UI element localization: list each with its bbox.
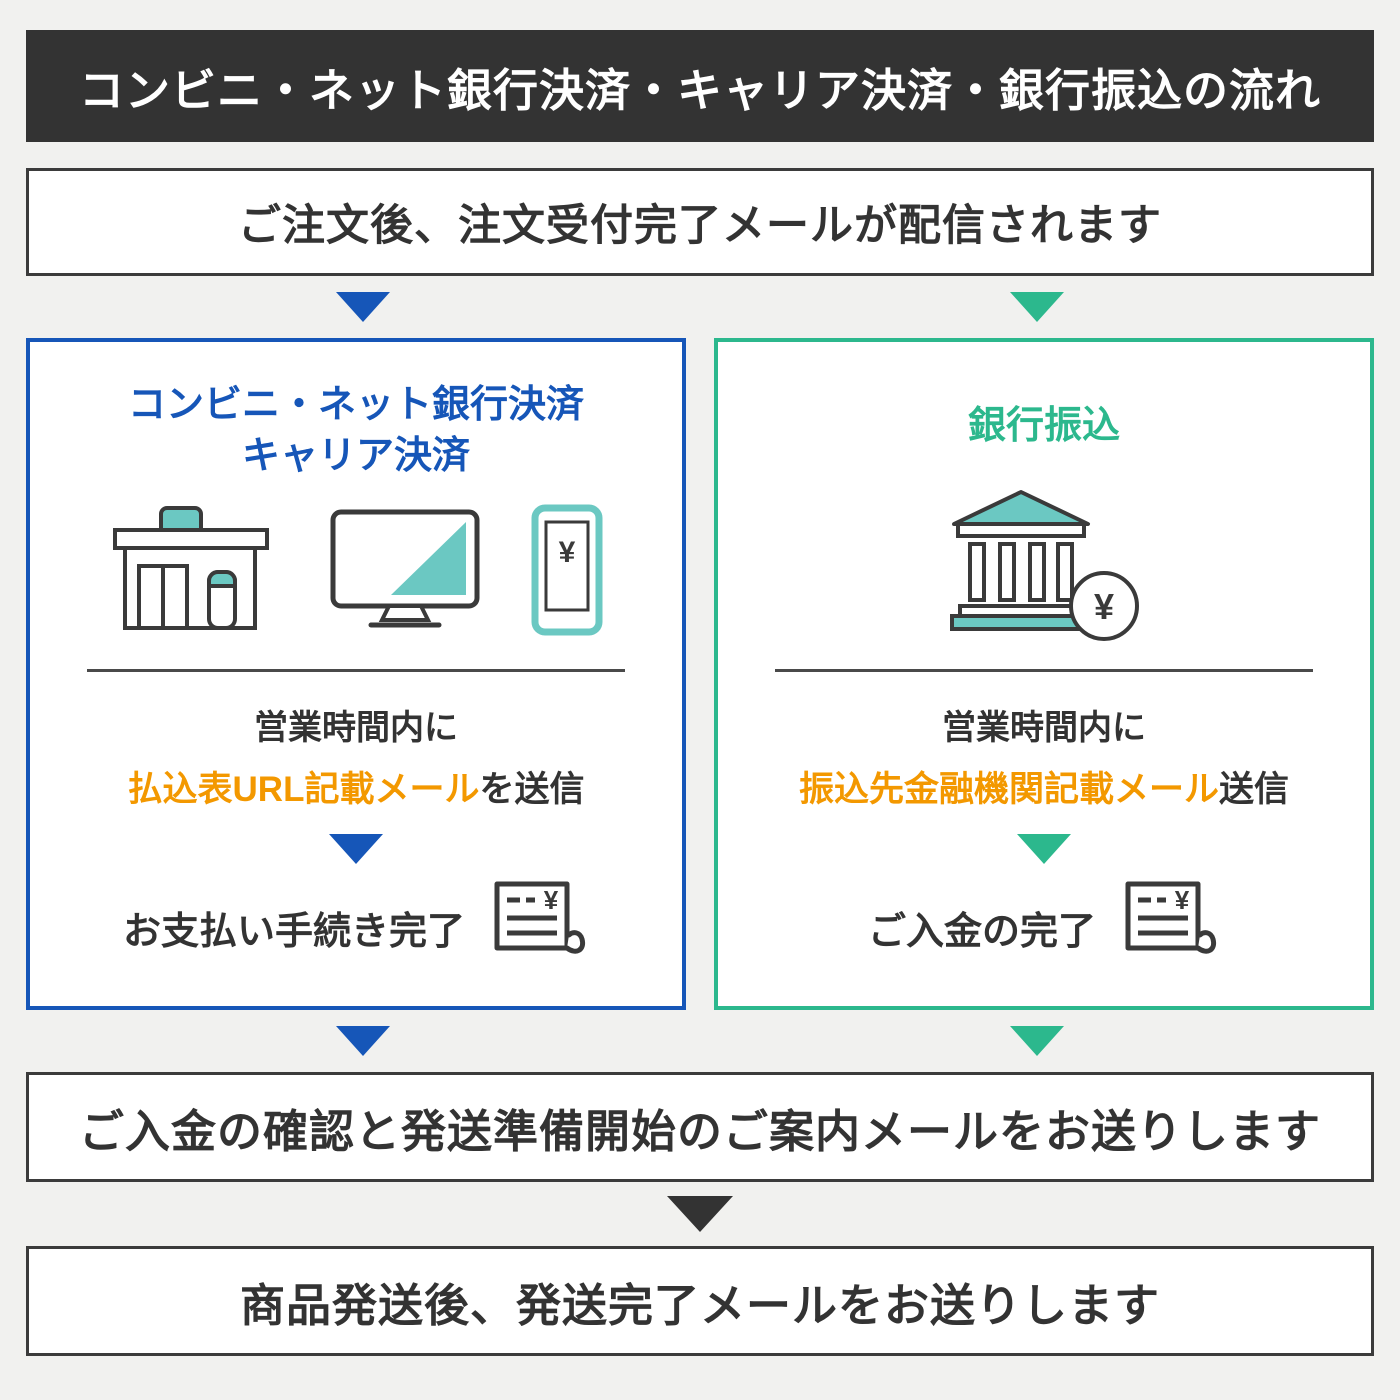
- arrow-down-blue-icon: [336, 1026, 390, 1056]
- computer-monitor-icon: [329, 508, 481, 637]
- receipt-icon: ¥: [1120, 878, 1220, 976]
- right-mail-text: 振込先金融機関記載メール送信: [799, 761, 1289, 812]
- left-done-row: お支払い手続き完了 ¥: [123, 878, 589, 976]
- right-done-row: ご入金の完了 ¥: [868, 878, 1220, 976]
- left-done-text: お支払い手続き完了: [122, 910, 465, 953]
- smartphone-icon: ¥: [531, 504, 603, 641]
- bank-transfer-title: 銀行振込: [967, 405, 1120, 448]
- right-inner-arrow-icon: [1017, 834, 1071, 864]
- split-arrow-row: [26, 276, 1374, 338]
- order-confirmation-box: ご注文後、注文受付完了メールが配信されます: [26, 168, 1374, 276]
- bank-transfer-panel: 銀行振込 ¥: [714, 338, 1374, 1010]
- page-title: コンビニ・ネット銀行決済・キャリア決済・銀行振込の流れ: [78, 64, 1321, 116]
- left-mail-text: 払込表URL記載メールを送信: [128, 761, 585, 812]
- bank-icon: ¥: [946, 488, 1142, 649]
- bank-transfer-title-wrap: 銀行振込: [968, 380, 1120, 474]
- right-hours-text: 営業時間内に: [942, 709, 1146, 747]
- right-mail-suffix: 送信: [1219, 770, 1290, 809]
- convenience-store-icon: [109, 506, 279, 639]
- receipt-yen-glyph: ¥: [1175, 885, 1190, 915]
- payment-confirmed-text: ご入金の確認と発送準備開始のご案内メールをお送りします: [78, 1105, 1321, 1157]
- online-payment-panel: コンビニ・ネット銀行決済 キャリア決済: [26, 338, 686, 1010]
- online-payment-title-line1: コンビニ・ネット銀行決済: [127, 384, 584, 426]
- page-title-bar: コンビニ・ネット銀行決済・キャリア決済・銀行振込の流れ: [26, 30, 1374, 142]
- left-inner-arrow-icon: [329, 834, 383, 864]
- arrow-down-green-icon: [1010, 1026, 1064, 1056]
- arrow-down-green-icon: [1010, 292, 1064, 322]
- order-confirmation-text: ご注文後、注文受付完了メールが配信されます: [238, 202, 1162, 250]
- payment-confirmed-box: ご入金の確認と発送準備開始のご案内メールをお送りします: [26, 1072, 1374, 1182]
- online-payment-icons: ¥: [109, 497, 603, 649]
- payment-method-columns: コンビニ・ネット銀行決済 キャリア決済: [26, 338, 1374, 1010]
- shipping-complete-box: 商品発送後、発送完了メールをお送りします: [26, 1246, 1374, 1356]
- left-hours-text: 営業時間内に: [254, 709, 458, 747]
- arrow-down-dark-icon: [667, 1196, 733, 1232]
- right-done-text: ご入金の完了: [867, 910, 1096, 953]
- left-divider: [86, 669, 626, 672]
- arrow-down-blue-icon: [336, 292, 390, 322]
- right-mail-highlight: 振込先金融機関記載メール: [798, 770, 1219, 809]
- bank-transfer-icons: ¥: [946, 488, 1142, 649]
- bank-yen-glyph: ¥: [1094, 586, 1114, 627]
- receipt-icon: ¥: [489, 878, 589, 976]
- receipt-yen-glyph: ¥: [544, 885, 559, 915]
- shipping-complete-text: 商品発送後、発送完了メールをお送りします: [239, 1279, 1160, 1331]
- left-mail-highlight: 払込表URL記載メール: [127, 770, 480, 809]
- right-divider: [774, 669, 1314, 672]
- online-payment-title-line2: キャリア決済: [241, 435, 470, 478]
- online-payment-title: コンビニ・ネット銀行決済 キャリア決済: [128, 380, 584, 483]
- smartphone-yen-glyph: ¥: [559, 536, 576, 569]
- merge-arrow-row: [26, 1010, 1374, 1072]
- left-mail-suffix: を送信: [479, 770, 585, 809]
